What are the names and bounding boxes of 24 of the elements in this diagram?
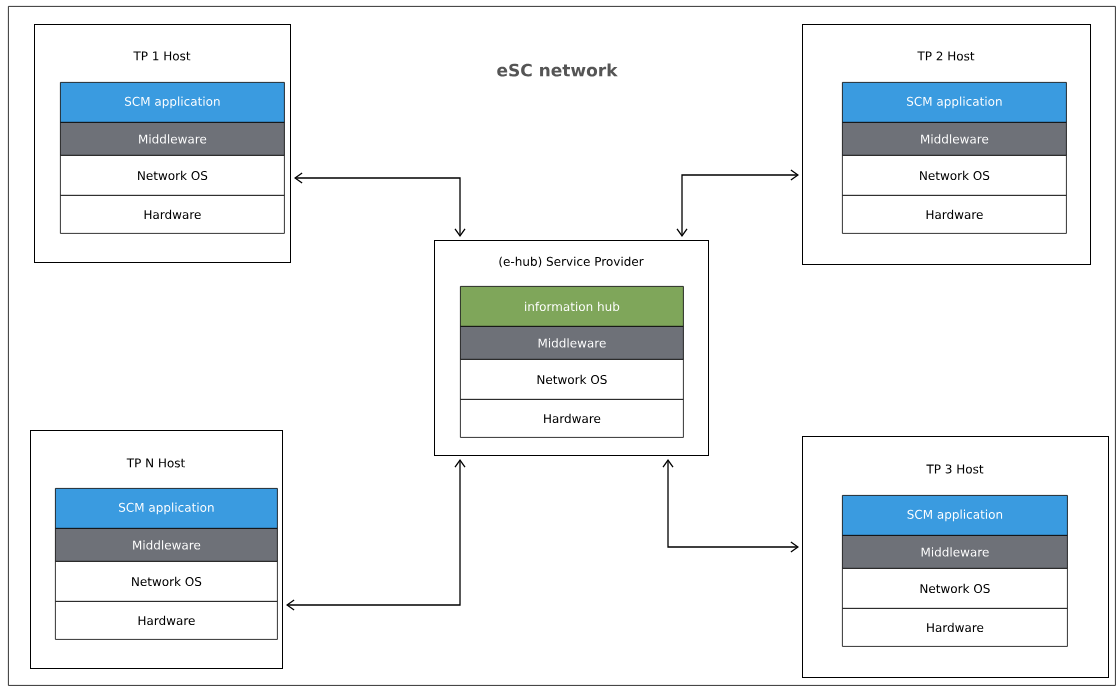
stack-layer: SCM application bbox=[55, 488, 278, 529]
stack-layer: information hub bbox=[460, 286, 684, 327]
stack-layer: Hardware bbox=[60, 195, 285, 234]
arrow bbox=[662, 459, 799, 553]
stack-layer: Middleware bbox=[460, 326, 684, 360]
arrow bbox=[676, 169, 799, 237]
stack-layer: Middleware bbox=[842, 535, 1068, 569]
stack-layer: SCM application bbox=[842, 82, 1067, 123]
stack-layer: Hardware bbox=[460, 399, 684, 438]
stack-layer: Network OS bbox=[460, 359, 684, 400]
stack-layer: Hardware bbox=[55, 601, 278, 640]
stack-layer: Network OS bbox=[842, 568, 1068, 609]
arrow bbox=[294, 172, 466, 237]
stack-layer: SCM application bbox=[842, 495, 1068, 536]
stack-layer: Hardware bbox=[842, 195, 1067, 234]
arrow bbox=[286, 459, 466, 611]
stack-layer: SCM application bbox=[60, 82, 285, 123]
stack-layer: Middleware bbox=[842, 122, 1067, 156]
stack-layer: Network OS bbox=[842, 155, 1067, 196]
stack-layer: Hardware bbox=[842, 608, 1068, 647]
stack-layer: Network OS bbox=[60, 155, 285, 196]
stack-layer: Network OS bbox=[55, 561, 278, 602]
stack-layer: Middleware bbox=[60, 122, 285, 156]
stack-layer: Middleware bbox=[55, 528, 278, 562]
